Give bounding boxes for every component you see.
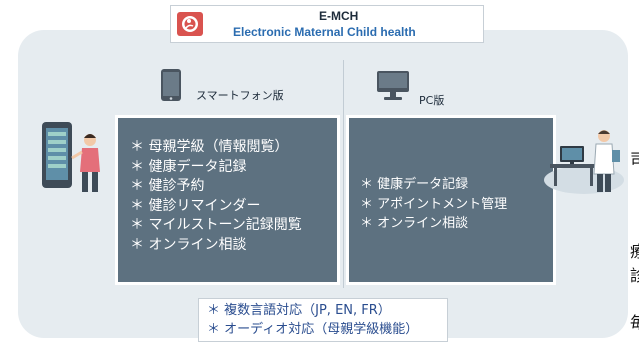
smartphone-feature-item: ＊ 母親学級（情報閲覧） bbox=[130, 139, 289, 155]
common-features-box: ＊ 複数言語対応（JP, EN, FR） ＊ オーディオ対応（母親学級機能） bbox=[198, 298, 448, 342]
pc-feature-item: ＊ オンライン相談 bbox=[360, 216, 469, 231]
doctor-at-computer-illustration bbox=[544, 130, 624, 194]
common-feature-item: ＊ オーディオ対応（母親学級機能） bbox=[207, 322, 419, 337]
edge-text-fragment: 療 bbox=[630, 242, 639, 261]
smartphone-feature-panel: ＊ 母親学級（情報閲覧） ＊ 健康データ記録 ＊ 健診予約 ＊ 健診リマインダー… bbox=[115, 115, 340, 285]
common-feature-item: ＊ 複数言語対応（JP, EN, FR） bbox=[207, 303, 391, 318]
mother-child-logo-icon bbox=[177, 12, 203, 36]
column-divider bbox=[343, 60, 344, 288]
app-name: E-MCH bbox=[319, 9, 359, 23]
smartphone-feature-item: ＊ 健康データ記録 bbox=[130, 158, 247, 175]
edge-text-fragment: 毎 bbox=[630, 313, 639, 332]
smartphone-feature-item: ＊ 健診予約 bbox=[130, 178, 205, 194]
pc-column-title: PC版 bbox=[419, 94, 445, 107]
pc-feature-item: ＊ 健康データ記録 bbox=[360, 177, 469, 192]
edge-text-fragment: 診 bbox=[630, 266, 639, 285]
pc-feature-item: ＊ アポイントメント管理 bbox=[360, 196, 508, 212]
title-box: E-MCH Electronic Maternal Child health bbox=[170, 5, 484, 43]
smartphone-feature-item: ＊ 健診リマインダー bbox=[130, 197, 261, 214]
edge-text-fragment: 司 bbox=[630, 150, 639, 169]
app-subtitle: Electronic Maternal Child health bbox=[233, 25, 416, 39]
smartphone-feature-item: ＊ オンライン相談 bbox=[130, 236, 247, 253]
smartphone-feature-item: ＊ マイルストーン記録閲覧 bbox=[130, 217, 302, 233]
smartphone-column-title: スマートフォン版 bbox=[196, 89, 284, 102]
pc-feature-panel: ＊ 健康データ記録 ＊ アポイントメント管理 ＊ オンライン相談 bbox=[346, 115, 556, 285]
desktop-monitor-icon bbox=[377, 71, 409, 100]
woman-with-phone-illustration bbox=[42, 122, 100, 192]
smartphone-icon bbox=[161, 69, 181, 101]
